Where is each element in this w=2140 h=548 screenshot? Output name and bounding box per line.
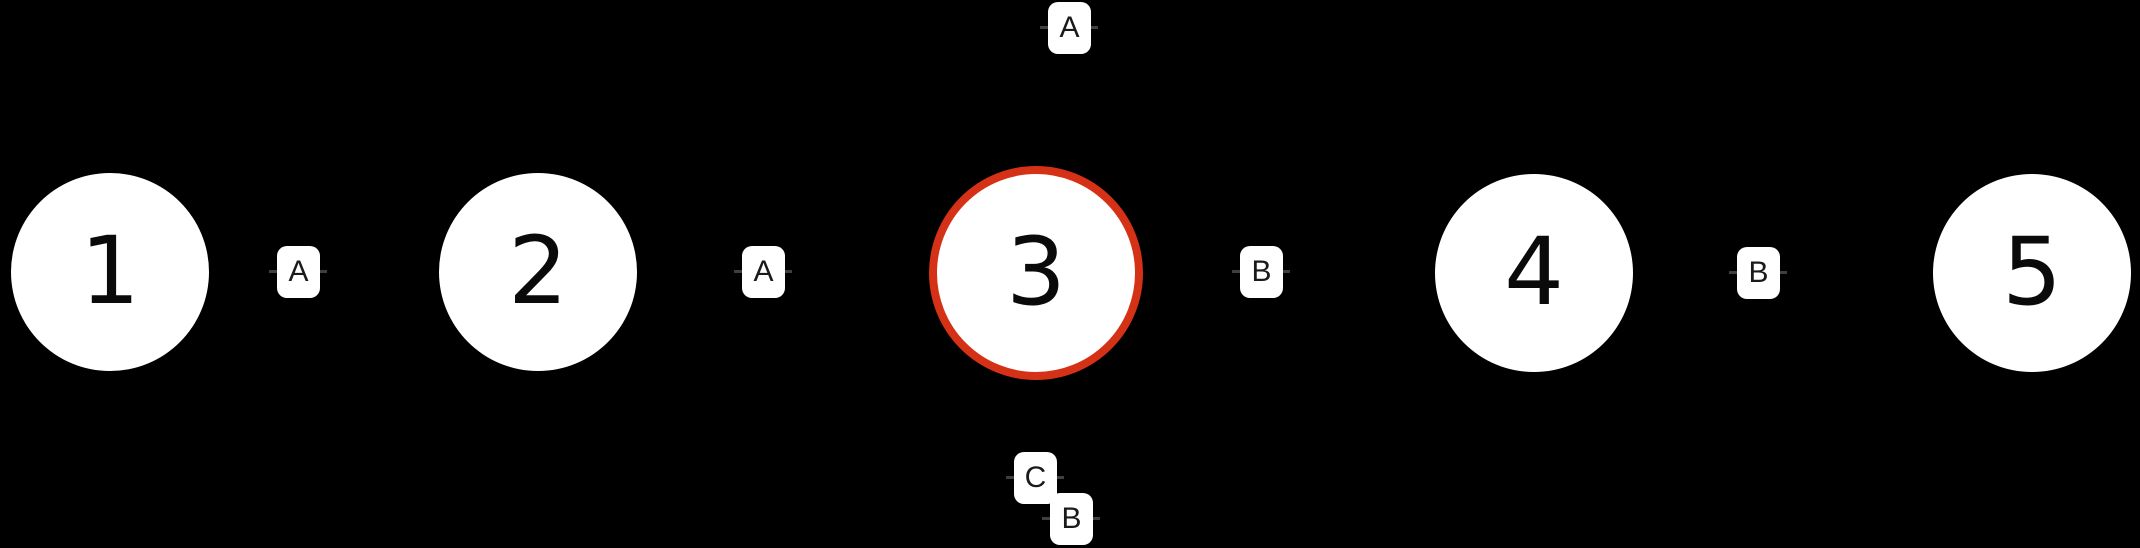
edge-label-3-4[interactable]: B bbox=[1240, 246, 1283, 298]
edge-label-4-5-text: B bbox=[1748, 256, 1769, 289]
edge-label-2-3[interactable]: A bbox=[742, 246, 785, 298]
graph-node-3-selected[interactable]: 3 bbox=[929, 166, 1143, 380]
edge-label-3-bottom-b-text: B bbox=[1061, 502, 1082, 535]
edge-label-4-5[interactable]: B bbox=[1737, 247, 1780, 299]
node-2-label: 2 bbox=[508, 217, 568, 326]
edge-label-3-top[interactable]: A bbox=[1048, 2, 1091, 54]
edge-label-3-4-text: B bbox=[1251, 255, 1272, 288]
node-5-label: 5 bbox=[2002, 218, 2062, 327]
graph-node-5[interactable]: 5 bbox=[1933, 174, 2131, 372]
graph-node-1[interactable]: 1 bbox=[11, 173, 209, 371]
edge-label-2-3-text: A bbox=[753, 255, 774, 288]
edge-label-3-bottom-c[interactable]: C bbox=[1014, 452, 1057, 504]
edge-label-3-bottom-b[interactable]: B bbox=[1050, 493, 1093, 545]
node-1-label: 1 bbox=[80, 217, 140, 326]
edge-label-3-top-text: A bbox=[1059, 11, 1080, 44]
edge-label-1-2-text: A bbox=[288, 255, 309, 288]
graph-node-2[interactable]: 2 bbox=[439, 173, 637, 371]
node-3-label: 3 bbox=[1006, 218, 1066, 327]
edge-label-3-bottom-c-text: C bbox=[1024, 461, 1047, 494]
graph-node-4[interactable]: 4 bbox=[1435, 174, 1633, 372]
edge-label-1-2[interactable]: A bbox=[277, 246, 320, 298]
node-4-label: 4 bbox=[1504, 218, 1564, 327]
